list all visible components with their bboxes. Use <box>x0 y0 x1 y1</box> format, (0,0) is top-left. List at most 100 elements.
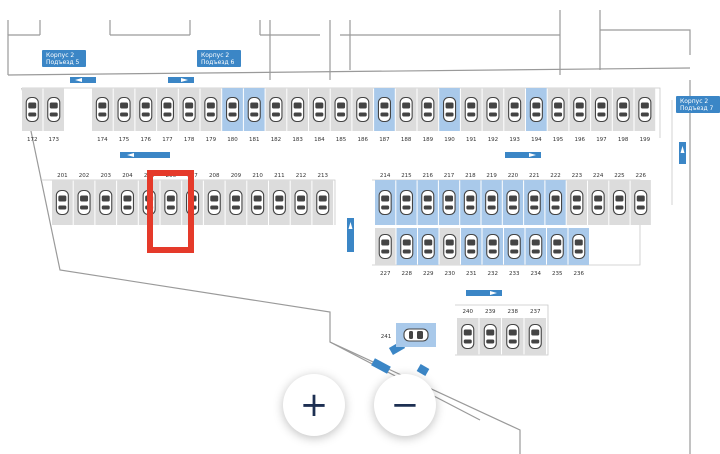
car-icon <box>164 189 178 216</box>
car-icon <box>485 189 499 216</box>
parking-spot-193[interactable]: 193 <box>504 88 525 143</box>
car-icon <box>591 189 605 216</box>
parking-spot-182[interactable]: 182 <box>265 88 287 143</box>
walls <box>7 10 691 454</box>
parking-spot-228[interactable]: 228 <box>396 228 418 277</box>
parking-spot-217[interactable]: 217 <box>438 173 460 225</box>
parking-spot-215[interactable]: 215 <box>396 173 417 225</box>
parking-spot-177[interactable]: 177 <box>157 88 178 143</box>
parking-spot-231[interactable]: 231 <box>461 228 482 277</box>
car-icon <box>527 189 541 216</box>
parking-spot-196[interactable]: 196 <box>569 88 591 143</box>
parking-spot-235[interactable]: 235 <box>547 228 568 277</box>
spot-number: 183 <box>292 137 303 143</box>
parking-spot-189[interactable]: 189 <box>417 88 439 143</box>
parking-spot-212[interactable]: 212 <box>290 173 312 225</box>
parking-spot-232[interactable]: 232 <box>482 228 504 277</box>
car-icon <box>99 189 113 216</box>
parking-spot-227[interactable]: 227 <box>375 228 396 277</box>
parking-spot-176[interactable]: 176 <box>135 88 157 143</box>
parking-spot-222[interactable]: 222 <box>545 173 566 225</box>
svg-text:Подъезд 6: Подъезд 6 <box>201 59 235 66</box>
parking-spot-238[interactable]: 238 <box>502 309 524 355</box>
parking-spot-183[interactable]: 183 <box>287 88 308 143</box>
parking-spot-224[interactable]: 224 <box>588 173 609 225</box>
parking-spot-198[interactable]: 198 <box>612 88 634 143</box>
parking-spot-194[interactable]: 194 <box>526 88 547 143</box>
parking-spot-216[interactable]: 216 <box>417 173 438 225</box>
zoom-in-button[interactable]: + <box>283 374 345 436</box>
parking-spot-203[interactable]: 203 <box>95 173 117 225</box>
car-icon <box>403 328 429 342</box>
parking-spot-188[interactable]: 188 <box>395 88 417 143</box>
spot-number: 198 <box>618 137 629 143</box>
parking-spot-229[interactable]: 229 <box>418 228 439 277</box>
parking-spot-218[interactable]: 218 <box>460 173 481 225</box>
parking-spot-195[interactable]: 195 <box>547 88 569 143</box>
parking-spot-187[interactable]: 187 <box>374 88 395 143</box>
car-icon <box>572 233 586 260</box>
parking-spot-210[interactable]: 210 <box>247 173 268 225</box>
parking-spot-240[interactable]: 240 <box>457 309 479 355</box>
parking-spot-197[interactable]: 197 <box>591 88 612 143</box>
parking-spot-192[interactable]: 192 <box>482 88 504 143</box>
parking-spot-181[interactable]: 181 <box>243 88 265 143</box>
car-icon <box>291 96 305 123</box>
parking-spot-172[interactable]: 172 <box>22 88 43 143</box>
parking-spot-201[interactable]: 201 <box>52 173 73 225</box>
spot-number: 231 <box>466 271 477 277</box>
parking-spot-175[interactable]: 175 <box>113 88 135 143</box>
parking-spot-206[interactable]: 206 <box>160 173 182 225</box>
car-icon <box>464 233 478 260</box>
sign-korpus2-podezd5: Корпус 2 Подъезд 5 <box>42 50 86 67</box>
parking-spot-220[interactable]: 220 <box>502 173 524 225</box>
car-icon <box>272 189 286 216</box>
parking-spot-241[interactable]: 241 <box>381 323 436 347</box>
parking-spot-209[interactable]: 209 <box>225 173 247 225</box>
spot-number: 184 <box>314 137 325 143</box>
parking-spot-185[interactable]: 185 <box>330 88 352 143</box>
zoom-out-button[interactable]: − <box>374 374 436 436</box>
parking-spot-236[interactable]: 236 <box>568 228 590 277</box>
parking-spot-184[interactable]: 184 <box>309 88 330 143</box>
parking-spot-237[interactable]: 237 <box>524 309 547 355</box>
car-icon <box>399 189 414 216</box>
parking-spot-223[interactable]: 223 <box>566 173 587 225</box>
parking-spot-225[interactable]: 225 <box>609 173 630 225</box>
parking-spot-174[interactable]: 174 <box>92 88 113 143</box>
car-icon <box>400 233 414 260</box>
spot-number: 185 <box>336 137 347 143</box>
parking-spot-226[interactable]: 226 <box>630 173 651 225</box>
car-icon <box>247 96 261 123</box>
parking-spot-191[interactable]: 191 <box>460 88 482 143</box>
spot-number: 240 <box>463 309 474 315</box>
parking-spot-230[interactable]: 230 <box>439 228 461 277</box>
parking-spot-179[interactable]: 179 <box>200 88 222 143</box>
parking-spot-208[interactable]: 208 <box>203 173 225 225</box>
svg-text:Корпус 2: Корпус 2 <box>201 52 229 59</box>
parking-spot-234[interactable]: 234 <box>525 228 547 277</box>
parking-spot-202[interactable]: 202 <box>73 173 95 225</box>
parking-spot-204[interactable]: 204 <box>117 173 138 225</box>
parking-spot-221[interactable]: 221 <box>524 173 545 225</box>
car-icon <box>551 96 565 123</box>
parking-spot-173[interactable]: 173 <box>43 88 65 143</box>
parking-spot-239[interactable]: 239 <box>479 309 502 355</box>
spot-number: 221 <box>529 173 540 179</box>
parking-spot-190[interactable]: 190 <box>439 88 460 143</box>
car-icon <box>529 233 543 260</box>
parking-spot-211[interactable]: 211 <box>269 173 290 225</box>
car-icon <box>506 189 520 216</box>
parking-spot-180[interactable]: 180 <box>222 88 243 143</box>
spot-number: 174 <box>97 137 108 143</box>
parking-spot-233[interactable]: 233 <box>504 228 525 277</box>
parking-spot-199[interactable]: 199 <box>634 88 656 143</box>
spot-number: 217 <box>444 173 455 179</box>
parking-spot-186[interactable]: 186 <box>352 88 374 143</box>
parking-spot-178[interactable]: 178 <box>178 88 200 143</box>
parking-spot-214[interactable]: 214 <box>375 173 396 225</box>
parking-spot-219[interactable]: 219 <box>481 173 502 225</box>
parking-spot-213[interactable]: 213 <box>312 173 334 225</box>
